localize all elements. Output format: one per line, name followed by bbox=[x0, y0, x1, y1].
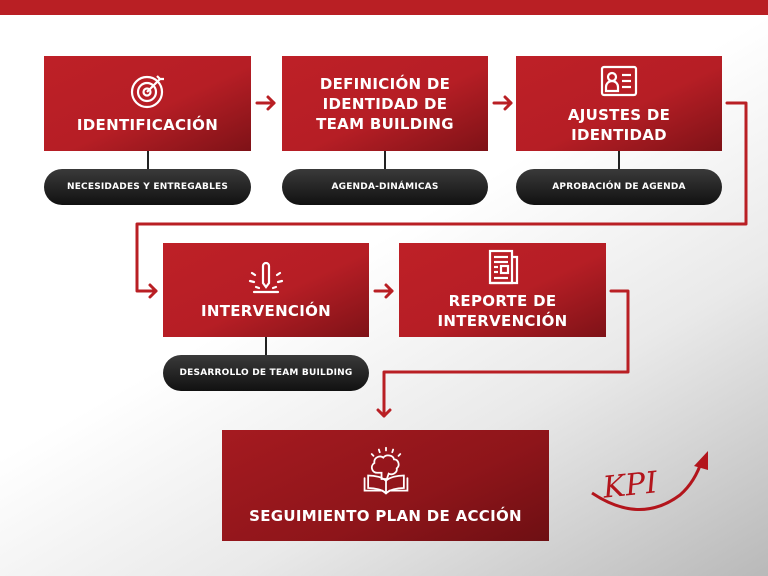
stem bbox=[384, 151, 386, 169]
step-title: INTERVENCIÓN bbox=[200, 302, 332, 320]
stem bbox=[265, 337, 267, 355]
arrow-1-2 bbox=[255, 95, 276, 111]
newspaper-icon bbox=[488, 249, 518, 285]
stem bbox=[618, 151, 620, 169]
step-reporte: REPORTE DE INTERVENCIÓN bbox=[399, 243, 606, 337]
id-card-icon bbox=[600, 65, 638, 96]
step-seguimiento: SEGUIMIENTO PLAN DE ACCIÓN bbox=[222, 430, 549, 541]
kpi-arrow-icon bbox=[591, 459, 704, 511]
note-pill: DESARROLLO DE TEAM BUILDING bbox=[163, 355, 369, 391]
step-title: SEGUIMIENTO PLAN DE ACCIÓN bbox=[249, 506, 522, 525]
step-title: DEFINICIÓN DE IDENTIDAD DE TEAM BUILDING bbox=[316, 74, 454, 133]
top-banner bbox=[0, 0, 768, 15]
note-pill: NECESIDADES Y ENTREGABLES bbox=[44, 169, 251, 205]
step-identificacion: IDENTIFICACIÓN bbox=[44, 56, 251, 151]
stem bbox=[147, 151, 149, 169]
note-pill: AGENDA-DINÁMICAS bbox=[282, 169, 488, 205]
note-pill: APROBACIÓN DE AGENDA bbox=[516, 169, 722, 205]
brain-book-icon bbox=[363, 446, 408, 495]
connector-3-4 bbox=[135, 101, 748, 299]
arrow-4-5 bbox=[373, 283, 394, 299]
target-icon bbox=[130, 74, 164, 108]
arrow-2-3 bbox=[492, 95, 513, 111]
kpi-label: KPI bbox=[601, 465, 660, 506]
step-title: AJUSTES DE IDENTIDAD bbox=[567, 105, 671, 144]
step-definicion: DEFINICIÓN DE IDENTIDAD DE TEAM BUILDING bbox=[282, 56, 488, 151]
impact-icon bbox=[248, 261, 284, 294]
connector-5-6 bbox=[376, 289, 630, 418]
step-ajustes: AJUSTES DE IDENTIDAD bbox=[516, 56, 722, 151]
kpi-arrowhead-icon bbox=[694, 451, 708, 470]
step-intervencion: INTERVENCIÓN bbox=[163, 243, 369, 337]
step-title: REPORTE DE INTERVENCIÓN bbox=[437, 292, 568, 330]
step-title: IDENTIFICACIÓN bbox=[76, 115, 219, 134]
